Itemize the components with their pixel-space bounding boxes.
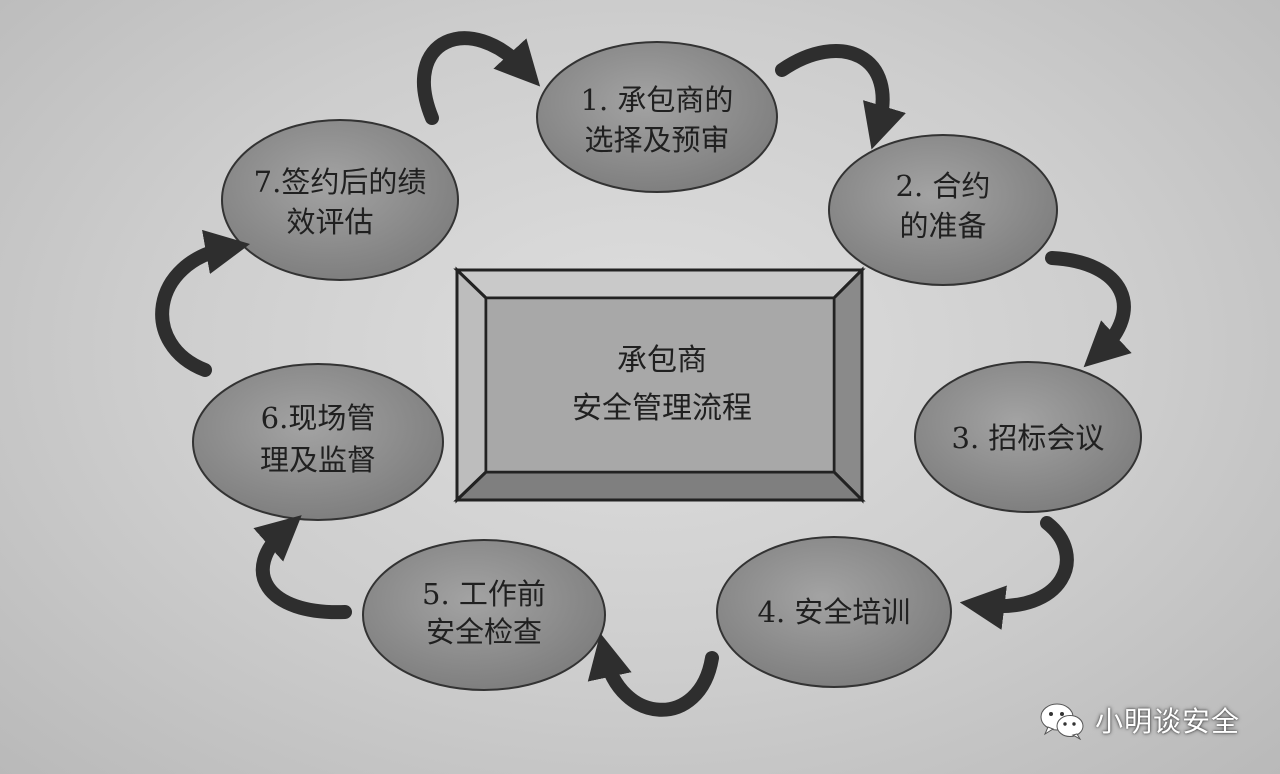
step-ellipse [362,539,606,691]
step-node-6: 6.现场管 理及监督 [192,363,444,521]
step-node-5: 5. 工作前 安全检查 [362,539,606,691]
cycle-arrows [155,31,1132,717]
arrow-3-to-4 [959,516,1074,630]
arrow-4-to-5 [587,633,719,717]
center-title-line2: 安全管理流程 [572,391,752,426]
step-node-1: 1. 承包商的 选择及预审 [536,41,778,193]
step-ellipse [221,119,459,281]
wechat-icon [1040,703,1084,740]
watermark: 小明谈安全 [1039,700,1240,740]
step-node-2: 2. 合约 的准备 [828,134,1058,286]
center-face [484,296,836,474]
watermark-text: 小明谈安全 [1094,705,1240,738]
step-3-label-line1: 3. 招标会议 [952,421,1105,455]
bevel-left [455,266,488,504]
step-ellipse [716,536,952,688]
step-7-label-line1: 7.签约后的绩 [254,165,427,199]
step-1-label-line2: 选择及预审 [584,123,729,157]
step-4-label-line1: 4. 安全培训 [758,595,911,629]
step-1-label-line1: 1. 承包商的 [581,83,734,117]
bevel-top [453,268,866,300]
step-ellipse [192,363,444,521]
arrow-6-to-7 [155,229,251,377]
arrow-7-to-1 [416,31,541,125]
step-node-4: 4. 安全培训 [716,536,952,688]
step-5-label-line1: 5. 工作前 [422,577,546,611]
center-title-line1: 承包商 [617,343,707,378]
step-6-label-line1: 6.现场管 [261,401,376,435]
bevel-bottom [453,470,866,502]
step-node-7: 7.签约后的绩 效评估 [221,119,459,281]
step-5-label-line2: 安全检查 [426,615,542,649]
step-ellipse [914,361,1142,513]
center-box: 承包商 安全管理流程 [453,266,866,504]
bevel-right [832,266,864,504]
arrow-2-to-3 [1045,251,1132,368]
step-2-label-line1: 2. 合约 [896,169,991,203]
arrow-1-to-2 [775,44,906,150]
arrow-5-to-6 [253,515,352,620]
step-ellipse [536,41,778,193]
step-node-3: 3. 招标会议 [914,361,1142,513]
step-ellipse [828,134,1058,286]
step-6-label-line2: 理及监督 [260,443,376,477]
step-2-label-line2: 的准备 [899,209,986,243]
step-7-label-line2: 效评估 [286,205,373,239]
